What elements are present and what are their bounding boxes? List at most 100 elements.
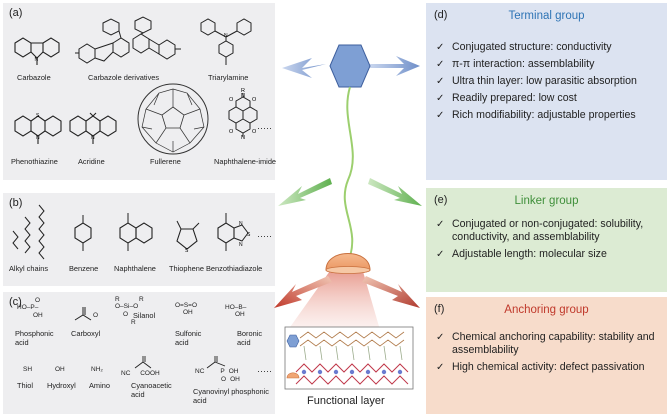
silanol-line-2: O–Si–O <box>115 303 139 311</box>
thiophene-s-label: S <box>185 248 189 254</box>
label-cyanovinyl-phosphonic-acid: Cyanovinyl phosphonic acid <box>193 387 270 405</box>
silanol-line-3: R <box>139 295 144 303</box>
cyanoacetic-bonds <box>134 356 152 369</box>
naphthalene-imide-structure: R O N O O N O <box>228 88 258 141</box>
terminal-item: ✓Readily prepared: low cost <box>436 92 659 105</box>
label-acridine: Acridine <box>78 157 105 166</box>
cyanoacetic-cooh: COOH <box>140 370 160 378</box>
layer-hexagon-icon <box>286 334 300 348</box>
label-silanol: Silanol <box>133 311 156 320</box>
cyanoacetic-structure: NC COOH <box>121 356 165 378</box>
boronic-structure: HO–B– OH <box>225 304 246 319</box>
ndi-n-label-1: N <box>241 93 245 99</box>
ndi-r-label: R <box>241 88 245 94</box>
center-graphic <box>274 44 422 390</box>
arrow-to-panel-d <box>370 56 420 76</box>
linker-item-text: Adjustable length: molecular size <box>452 248 607 260</box>
terminal-hexagon <box>329 44 371 88</box>
label-benzene: Benzene <box>69 264 99 273</box>
ndi-o-label-3: O <box>229 129 234 135</box>
terminal-item: ✓Rich modifiability: adjustable properti… <box>436 109 659 122</box>
ndi-o-label-4: O <box>252 129 257 135</box>
cyanovinyl-oh-1: OH <box>228 368 239 376</box>
panel-c-letter: (c) <box>9 296 22 308</box>
terminal-item-text: Readily prepared: low cost <box>452 92 577 104</box>
acridine-structure: N <box>69 112 117 144</box>
terminal-item: ✓π-π interaction: assemblability <box>436 58 659 71</box>
panel-c-ellipsis: ····· <box>257 366 272 376</box>
terminal-item-text: Conjugated structure: conductivity <box>452 41 612 53</box>
label-carbazole: Carbazole <box>17 73 51 82</box>
phosphonic-structure: O HO–P– OH <box>17 297 43 319</box>
arrow-to-panel-c <box>274 276 332 308</box>
acridine-n-label: N <box>91 135 95 141</box>
substrate-atoms <box>301 369 403 375</box>
phenothiazine-n-label: N <box>36 135 40 141</box>
ndi-o-label-2: O <box>252 97 257 103</box>
panel-linker-group: (e) Linker group ✓Conjugated or non-conj… <box>426 188 667 292</box>
terminal-group-title: Terminal group <box>508 10 585 22</box>
label-carbazole-derivatives: Carbazole derivatives <box>88 73 160 82</box>
thiol-structure: SH <box>23 366 33 373</box>
cyanovinyl-bonds <box>206 356 226 369</box>
alkyl-chains-structure <box>12 204 45 260</box>
carbazole-n-label: N <box>35 57 39 63</box>
carbazole-derivatives-structure <box>75 16 181 64</box>
panel-anchoring-structures: (c) O HO–P– OH Phosphonic acid O Carboxy… <box>3 292 275 414</box>
panel-b-ellipsis: ····· <box>257 231 272 241</box>
phosphonic-line-3: OH <box>33 311 43 319</box>
label-naphthalene-imide: Naphthalene-imide <box>214 157 277 166</box>
terminal-item: ✓Ultra thin layer: low parasitic absorpt… <box>436 75 659 88</box>
label-thiol: Thiol <box>17 381 34 390</box>
linker-group-list: ✓ Conjugated or non-conjugated: solubilit… <box>436 218 659 265</box>
panel-d-letter: (d) <box>434 9 448 21</box>
anchoring-item-text: High chemical activity: defect passivati… <box>452 361 645 373</box>
check-icon: ✓ <box>436 249 445 260</box>
label-benzothiadiazole: Benzothiadiazole <box>206 264 263 273</box>
phosphonic-line-2: HO–P– <box>17 304 39 312</box>
cyanovinyl-nc: NC <box>195 368 205 376</box>
panel-anchoring-group: (f) Anchoring group ✓Chemical anchoring … <box>426 297 667 414</box>
phenothiazine-structure: S N <box>14 113 62 144</box>
substrate-lattice <box>295 363 409 385</box>
anchoring-fan <box>288 268 380 330</box>
boronic-line-1: HO–B– <box>225 304 247 311</box>
label-phosphonic-acid: Phosphonic acid <box>15 329 54 347</box>
linker-item-text: Conjugated or non-conjugated: solubility… <box>452 218 644 243</box>
ndi-o-label-1: O <box>229 97 234 103</box>
sulfonic-line-2: OH <box>183 309 193 317</box>
functional-layer-caption: Functional layer <box>307 395 385 407</box>
layer-dome-icon <box>286 372 300 379</box>
arrow-to-panel-b <box>278 178 332 206</box>
anchoring-item: ✓ High chemical activity: defect passivat… <box>436 361 659 374</box>
label-cyanoacetic-acid: Cyanoacetic acid <box>131 381 172 399</box>
label-boronic-acid: Boronic acid <box>237 329 263 347</box>
fullerene-structure <box>137 83 209 155</box>
check-icon: ✓ <box>436 42 445 53</box>
label-sulfonic-acid: Sulfonic acid <box>175 329 202 347</box>
benzene-structure <box>74 215 92 251</box>
anchoring-item: ✓Chemical anchoring capability: stabilit… <box>436 331 659 357</box>
cyanoacetic-nc: NC <box>121 370 131 378</box>
cyanovinyl-p: P <box>220 368 225 376</box>
benzothiadiazole-structure: N S N <box>217 213 251 251</box>
triarylamine-structure: N <box>200 18 252 65</box>
terminal-item-text: Ultra thin layer: low parasitic absorpti… <box>452 75 637 87</box>
check-icon: ✓ <box>436 362 445 373</box>
label-naphthalene: Naphthalene <box>114 264 156 273</box>
arrow-to-panel-e <box>368 178 422 206</box>
naphthalene-structure <box>119 213 153 251</box>
check-icon: ✓ <box>436 219 445 230</box>
linker-group-title: Linker group <box>514 195 579 207</box>
carboxyl-o-label: O <box>93 312 99 319</box>
label-triarylamine: Triarylamine <box>208 73 249 82</box>
anchor-dome-base <box>325 266 371 274</box>
btd-n-label-2: N <box>239 242 243 248</box>
check-icon: ✓ <box>436 332 445 343</box>
panel-a-ellipsis: ····· <box>257 123 272 133</box>
silanol-line-1: R <box>115 296 120 303</box>
carboxyl-structure <box>74 307 92 321</box>
label-phenothiazine: Phenothiazine <box>11 157 58 166</box>
silanol-line-4: O <box>123 311 129 319</box>
